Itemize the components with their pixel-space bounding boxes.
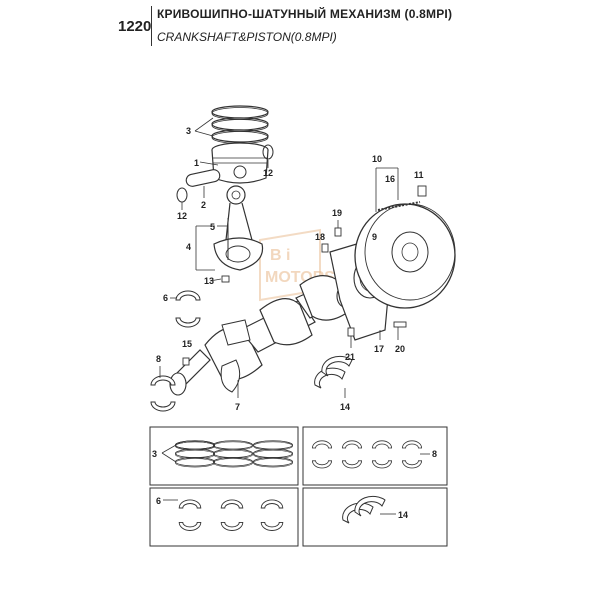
page-number: 1220 (118, 18, 152, 35)
callout-21: 21 (345, 352, 355, 362)
connecting-rod (213, 185, 264, 271)
piston (211, 142, 269, 184)
header-divider (151, 6, 152, 46)
callout-1: 1 (194, 158, 199, 168)
thrust-washers (314, 355, 353, 389)
crankshaft (169, 275, 354, 396)
callout-9: 9 (372, 232, 377, 242)
callout-19: 19 (332, 208, 342, 218)
rod-bearing-shells (175, 290, 201, 328)
circlip-right (262, 144, 274, 160)
watermark-line-1: B i (270, 247, 290, 264)
callout-15: 15 (182, 339, 192, 349)
page-title-russian: КРИВОШИПНО-ШАТУННЫЙ МЕХАНИЗМ (0.8MPI) (157, 7, 453, 21)
crankshaft-key (182, 357, 190, 366)
dowel-21 (347, 327, 355, 337)
flywheel (354, 201, 456, 309)
callout-18: 18 (315, 232, 325, 242)
page-header: 1220 КРИВОШИПНО-ШАТУННЫЙ МЕХАНИЗМ (0.8MP… (0, 0, 600, 60)
box-piston-ring-set: 3 (149, 426, 299, 486)
callout-3: 3 (186, 126, 191, 136)
box-rod-bearing-set: 6 (149, 487, 299, 547)
page-title-english: CRANKSHAFT&PISTON(0.8MPI) (157, 30, 337, 44)
seal-bolt (321, 243, 329, 253)
box-callout-6: 6 (156, 496, 161, 506)
callout-4: 4 (186, 242, 191, 252)
callout-17: 17 (374, 344, 384, 354)
callout-2: 2 (201, 200, 206, 210)
callout-13: 13 (204, 276, 214, 286)
callout-6: 6 (163, 293, 168, 303)
box-main-bearing-set: 8 (302, 426, 448, 486)
flywheel-bolt (417, 185, 427, 197)
piston-rings (211, 105, 269, 145)
circlip-left (176, 187, 188, 203)
callout-14: 14 (340, 402, 350, 412)
box-callout-8: 8 (432, 449, 437, 459)
callout-12-right: 12 (263, 168, 273, 178)
callout-20: 20 (395, 344, 405, 354)
dowel-pin (334, 227, 342, 237)
callout-11: 11 (414, 170, 424, 180)
box-thrust-washer-set: 14 (302, 487, 448, 547)
rod-nut (221, 275, 230, 283)
callout-8: 8 (156, 354, 161, 364)
piston-pin (185, 169, 221, 187)
housing-bolt (393, 321, 407, 328)
box-callout-3: 3 (152, 449, 157, 459)
callout-5: 5 (210, 222, 215, 232)
callout-7: 7 (235, 402, 240, 412)
callout-10: 10 (372, 154, 382, 164)
main-bearing-shells (150, 375, 176, 412)
callout-16: 16 (385, 174, 395, 184)
callout-12-left: 12 (177, 211, 187, 221)
box-callout-14: 14 (398, 510, 408, 520)
